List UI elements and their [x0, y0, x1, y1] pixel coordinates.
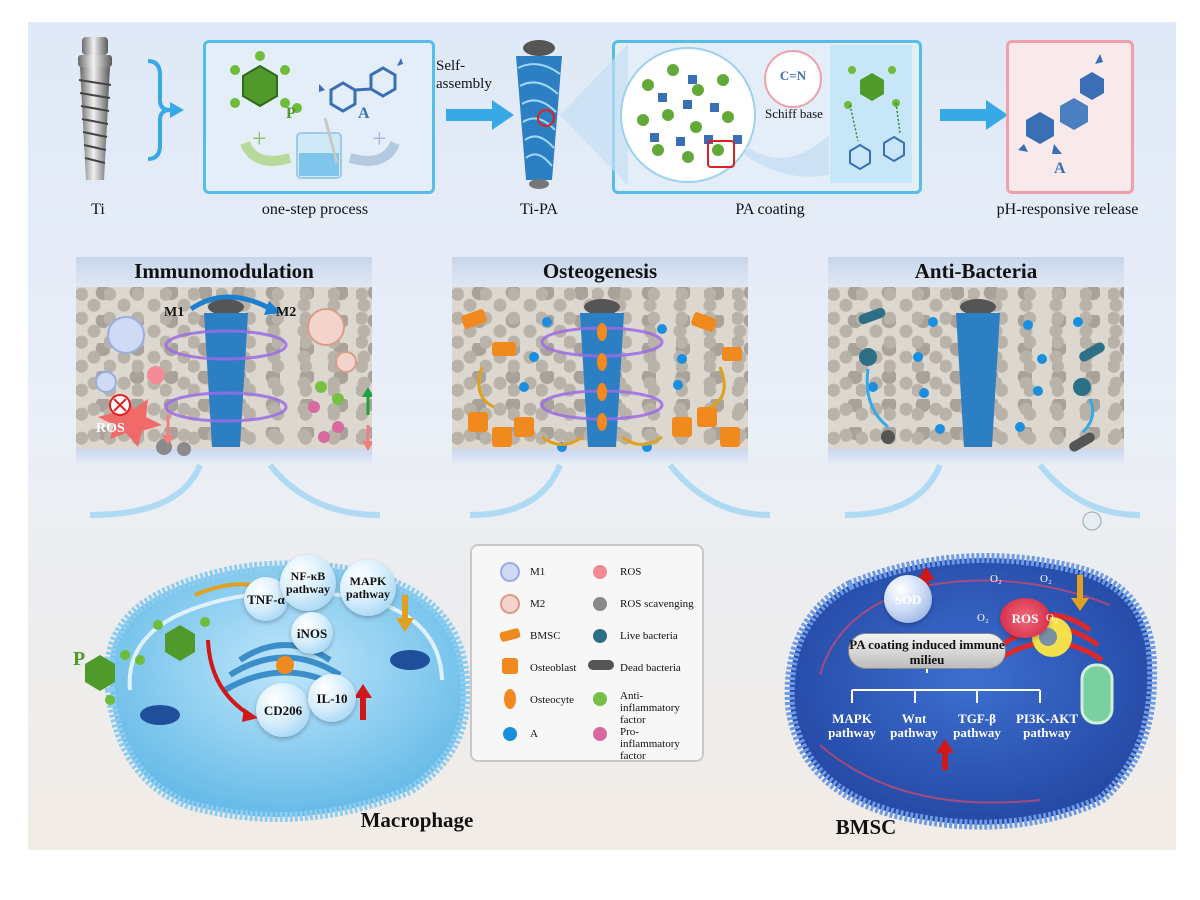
immuno-title-band — [76, 257, 372, 287]
release-arrow — [940, 100, 1008, 130]
ros-badge-label: ROS — [96, 421, 125, 436]
process-label: one-step process — [261, 201, 369, 218]
legend-ros-scavenging: ROS scavenging — [620, 598, 694, 610]
m1-label: M1 — [164, 305, 185, 320]
connecting-swooshes — [89, 463, 1141, 531]
ti-label: Ti — [91, 201, 105, 218]
legend-m2: M2 — [530, 598, 546, 610]
antibac-title: Anti-Bacteria — [914, 259, 1038, 283]
osteo-title-band — [452, 257, 748, 287]
immuno-title: Immunomodulation — [134, 259, 314, 283]
antibac-illustration — [858, 299, 1105, 452]
bmsc-wnt-pathway: Wnt pathway — [890, 711, 938, 740]
m2-label: M2 — [276, 305, 297, 320]
ti-implant-icon — [78, 37, 112, 180]
ti-pa-label: Ti-PA — [520, 201, 558, 218]
legend-anti-inflammatory: Anti-inflammatory factor — [620, 690, 680, 726]
ros-burst: ROS — [1000, 598, 1050, 638]
coating-network-circle — [620, 47, 756, 183]
monomer-reaction-illustration — [230, 51, 403, 179]
sod-bubble: SOD — [884, 575, 932, 623]
schiff-base-circle — [764, 50, 822, 108]
legend-pro-inflammatory: Pro-inflammatory factor — [620, 726, 680, 762]
released-a-letter: A — [1054, 160, 1066, 177]
immuno-illustration — [95, 294, 372, 456]
macrophage-caption: Macrophage — [360, 808, 474, 832]
o2-label-4: O₂ — [1046, 612, 1058, 624]
a-letter: A — [358, 105, 370, 122]
legend-a: A — [530, 728, 538, 740]
o2-label-3: O₂ — [977, 612, 989, 624]
macrophage-p-letter: P — [73, 648, 86, 670]
antibac-title-band — [828, 257, 1124, 287]
ph-release-label: pH-responsive release — [996, 201, 1139, 218]
bmsc-tgf-beta-pathway: TGF-β pathway — [953, 711, 1001, 740]
osteo-title: Osteogenesis — [542, 259, 658, 283]
cd206-bubble: CD206 — [256, 683, 310, 737]
il10-bubble: IL-10 — [308, 674, 356, 722]
zoom-curve — [745, 135, 829, 177]
o2-label-2: O₂ — [1040, 573, 1052, 585]
bmsc-mapk-pathway: MAPK pathway — [828, 711, 876, 740]
immune-milieu-pill: PA coating induced immune milieu — [848, 633, 1006, 669]
legend-bmsc: BMSC — [530, 630, 561, 642]
released-a-molecule — [1018, 54, 1104, 154]
schiff-formula: C=N — [779, 68, 807, 83]
legend-icons — [499, 562, 614, 741]
ti-pa-implant-icon — [516, 40, 562, 189]
p-letter: P — [286, 105, 296, 122]
o2-label-1: O₂ — [990, 573, 1002, 585]
bmsc-caption: BMSC — [835, 815, 897, 839]
bracket-icon — [147, 59, 184, 161]
pa-coating-label: PA coating — [735, 201, 805, 218]
osteo-illustration — [461, 299, 742, 452]
self-assembly-label: Self- assembly — [436, 58, 492, 92]
schiff-base-label: Schiff base — [765, 106, 823, 121]
legend-ros: ROS — [620, 566, 642, 578]
legend-m1: M1 — [530, 566, 546, 578]
legend-osteoblast: Osteoblast — [530, 662, 577, 674]
legend-osteocyte: Osteocyte — [530, 694, 574, 706]
zoom-wedge — [560, 44, 628, 186]
self-assembly-arrow — [446, 100, 514, 130]
mapk-pathway-bubble: MAPK pathway — [340, 560, 396, 616]
legend-live-bacteria: Live bacteria — [620, 630, 678, 642]
plus-sign-blue: + — [372, 124, 387, 153]
legend-dead-bacteria: Dead bacteria — [620, 662, 681, 674]
bmsc-pi3k-akt-pathway: PI3K-AKT pathway — [1015, 711, 1079, 740]
inos-bubble: iNOS — [291, 612, 333, 654]
schiff-base-detail — [830, 45, 912, 183]
nfkb-pathway-bubble: NF-κB pathway — [280, 555, 336, 611]
plus-sign-green: + — [252, 124, 267, 153]
bmsc-cell — [784, 553, 1158, 830]
